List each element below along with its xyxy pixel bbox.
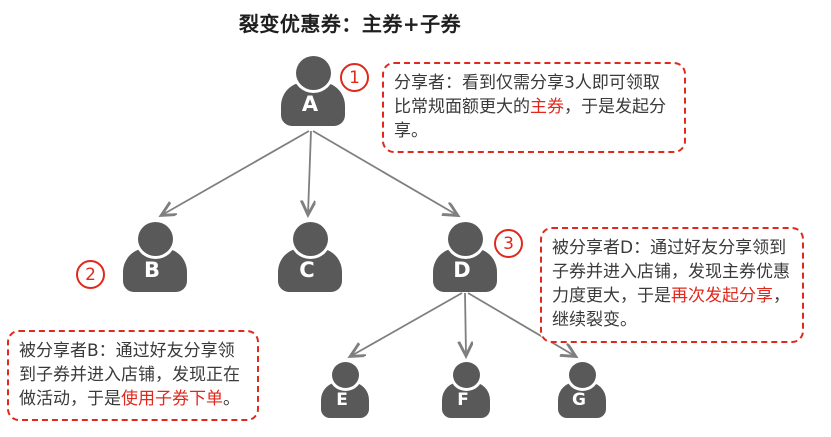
node-label-b: B bbox=[143, 258, 160, 282]
annotation-text-highlight: 使用子券下单 bbox=[121, 389, 223, 410]
annotation-shared-b: 被分享者B：通过好友分享领到子券并进入店铺，发现正在做活动，于是使用子券下单。 bbox=[7, 330, 259, 422]
edge-a-c bbox=[308, 130, 311, 214]
node-label-e: E bbox=[336, 390, 348, 410]
step-badge-1: 1 bbox=[340, 63, 369, 92]
annotation-text: 。 bbox=[223, 389, 240, 410]
annotation-text: ，于是发起分享。 bbox=[394, 97, 666, 142]
person-icon bbox=[331, 362, 359, 388]
edge-a-b bbox=[162, 130, 310, 215]
person-icon bbox=[452, 362, 480, 388]
node-label-g: G bbox=[572, 390, 586, 410]
node-label-d: D bbox=[453, 258, 471, 282]
person-node-e: E bbox=[321, 362, 369, 418]
node-label-a: A bbox=[301, 92, 319, 116]
person-node-b: B bbox=[123, 222, 187, 292]
person-node-d: D bbox=[433, 222, 497, 292]
annotation-sharer: 分享者：看到仅需分享3人即可领取比常规面额更大的主券，于是发起分享。 bbox=[382, 62, 686, 154]
node-label-c: C bbox=[299, 258, 315, 282]
person-node-g: G bbox=[558, 362, 606, 418]
annotation-text: 分享者：看到仅需分享3人即可领取比常规面额更大的 bbox=[394, 73, 660, 118]
edge-d-e bbox=[351, 292, 463, 356]
annotation-text: ，继续裂变。 bbox=[552, 286, 790, 331]
person-icon bbox=[292, 222, 328, 256]
step-badge-2: 2 bbox=[76, 260, 105, 289]
person-icon bbox=[295, 56, 331, 90]
person-icon bbox=[137, 222, 173, 256]
annotation-text-highlight: 主券 bbox=[530, 97, 564, 118]
annotation-text: 被分享者D：通过好友分享领到子券并进入店铺，发现主券优惠力度更大，于是 bbox=[552, 238, 790, 307]
person-node-c: C bbox=[278, 222, 342, 292]
edge-d-f bbox=[465, 292, 466, 355]
person-icon bbox=[568, 362, 596, 388]
person-node-f: F bbox=[442, 362, 490, 418]
annotation-shared-d: 被分享者D：通过好友分享领到子券并进入店铺，发现主券优惠力度更大，于是再次发起分… bbox=[540, 227, 804, 343]
annotation-text-highlight: 再次发起分享 bbox=[671, 286, 773, 307]
person-node-a: A bbox=[281, 56, 345, 126]
step-badge-3: 3 bbox=[494, 229, 523, 258]
annotation-text: 被分享者B：通过好友分享领到子券并进入店铺，发现正在做活动，于是 bbox=[19, 341, 240, 410]
diagram-title: 裂变优惠券：主券+子券 bbox=[238, 12, 462, 36]
person-icon bbox=[447, 222, 483, 256]
node-label-f: F bbox=[457, 390, 469, 410]
